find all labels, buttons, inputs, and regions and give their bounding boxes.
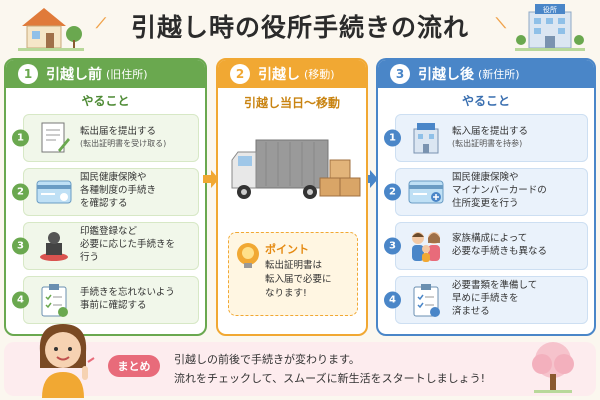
page-title: 引越し時の役所手続きの流れ [130,13,469,42]
after-step-2-number: 2 [384,183,401,200]
column-after-section-title: やること [461,94,510,108]
column-moving-section-title: 引越し当日〜移動 [243,96,340,110]
header: ⟋ 引越し時の役所手続きの流れ ⟍ 役所 [0,0,600,52]
before-step-3-line3: 行う [80,251,100,263]
column-before-header: 1 引越し前 (旧住所) [6,60,205,88]
arrow-right-icon-2 [362,170,378,188]
point-line-3: なります! [265,287,307,299]
point-callout: ポイント 転出証明書は 転入届で必要に なります! [228,232,358,316]
title-deco-left: ⟋ [96,16,106,32]
before-step-1-number: 1 [12,129,29,146]
before-step-2-line2: 各種制度の手続き [80,185,157,197]
cherry-tree-icon [532,342,574,393]
office-building-icon: 役所 [515,4,585,51]
after-step-4-line1: 必要書類を準備して [452,280,538,292]
after-step-1-line2: (転出証明書を持参) [452,138,523,148]
point-line-1: 転出証明書は [265,260,323,271]
checklist-icon-2 [406,281,446,319]
moving-truck-icon [231,139,361,199]
column-moving: 2 引越し (移動) 引越し当日〜移動 ポイント 転出証明書は 転入届で必要に … [216,58,368,336]
column-moving-header: 2 引越し (移動) [218,60,366,88]
column-after-sub: (新住所) [478,68,520,81]
after-step-4-line3: 済ませる [452,305,490,317]
after-step-4-number: 4 [384,291,401,308]
before-step-2-line1: 国民健康保険や [80,172,147,184]
column-after-header: 3 引越し後 (新住所) [378,60,594,88]
summary-line-1: 引越しの前後で手続きが変わります。 [174,353,360,366]
before-step-2-number: 2 [12,183,29,200]
column-before-section-title: やること [81,94,130,108]
after-step-3-number: 3 [384,237,401,254]
column-moving-number: 2 [230,64,250,84]
after-step-2: 2 国民健康保険や マイナンバーカードの 住所変更を行う [384,166,588,217]
document-pen-icon [34,119,74,157]
after-step-4-line2: 早めに手続きを [452,293,519,305]
after-step-2-line1: 国民健康保険や [452,172,519,184]
title-deco-right: ⟍ [496,16,506,32]
after-step-1: 1 転入届を提出する (転出証明書を持参) [384,112,588,163]
after-step-3-line2: 必要な手続きも異なる [452,245,548,257]
after-step-2-line2: マイナンバーカードの [452,185,547,197]
after-step-1-number: 1 [384,129,401,146]
before-step-3-line2: 必要に応じた手続きを [80,239,176,251]
before-step-4-line1: 手続きを忘れないよう [80,286,175,298]
point-line-2: 転入届で必要に [265,273,332,285]
before-step-4-number: 4 [12,291,29,308]
arrow-right-icon [203,170,219,188]
point-title: ポイント [265,243,309,256]
column-moving-sub: (移動) [304,68,335,81]
before-step-4-line2: 事前に確認する [80,299,147,311]
my-number-card-icon [406,173,446,211]
after-step-4: 4 必要書類を準備して 早めに手続きを 済ませる [384,274,588,325]
checklist-icon [34,281,74,319]
office-sign-text: 役所 [543,5,557,14]
column-after-move: 3 引越し後 (新住所) やること 1 転入届を提出する (転出証明書を持参) … [376,58,596,336]
column-before-sub: (旧住所) [106,68,148,81]
before-step-1-line2: (転出証明書を受け取る) [80,138,167,148]
after-step-3-line1: 家族構成によって [452,232,528,244]
before-step-3-line1: 印鑑登録など [80,226,138,238]
after-step-1-line1: 転入届を提出する [452,125,529,137]
after-step-3: 3 家族構成によって 必要な手続きも異なる [384,220,588,271]
summary-box: まとめ 引越しの前後で手続きが変わります。 流れをチェックして、スムーズに新生活… [4,342,596,396]
column-after-label: 引越し後 [418,67,474,83]
family-icon [406,227,446,265]
before-step-3-number: 3 [12,237,29,254]
light-bulb-icon [237,243,259,268]
insurance-card-icon [34,173,74,211]
before-step-2: 2 国民健康保険や 各種制度の手続き を確認する [12,166,199,217]
summary-line-2: 流れをチェックして、スムーズに新生活をスタートしましょう! [174,372,485,385]
before-step-1-line1: 転出届を提出する [80,125,157,137]
column-moving-label: 引越し [258,67,300,83]
woman-pointing-icon [39,324,95,398]
house-icon [18,8,84,51]
before-step-4: 4 手続きを忘れないよう 事前に確認する [12,274,199,325]
before-step-1: 1 転出届を提出する (転出証明書を受け取る) [12,112,199,163]
column-before-number: 1 [18,64,38,84]
seal-stamp-icon [34,227,74,265]
column-before-move: 1 引越し前 (旧住所) やること 1 転出届を提出する (転出証明書を受け取る… [4,58,207,336]
before-step-2-line3: を確認する [80,197,128,209]
column-after-number: 3 [390,64,410,84]
column-before-label: 引越し前 [46,67,102,83]
after-step-2-line3: 住所変更を行う [452,197,519,209]
before-step-3: 3 印鑑登録など 必要に応じた手続きを 行う [12,220,199,271]
summary-tag: まとめ [108,355,160,377]
office-building-small-icon [406,119,446,157]
